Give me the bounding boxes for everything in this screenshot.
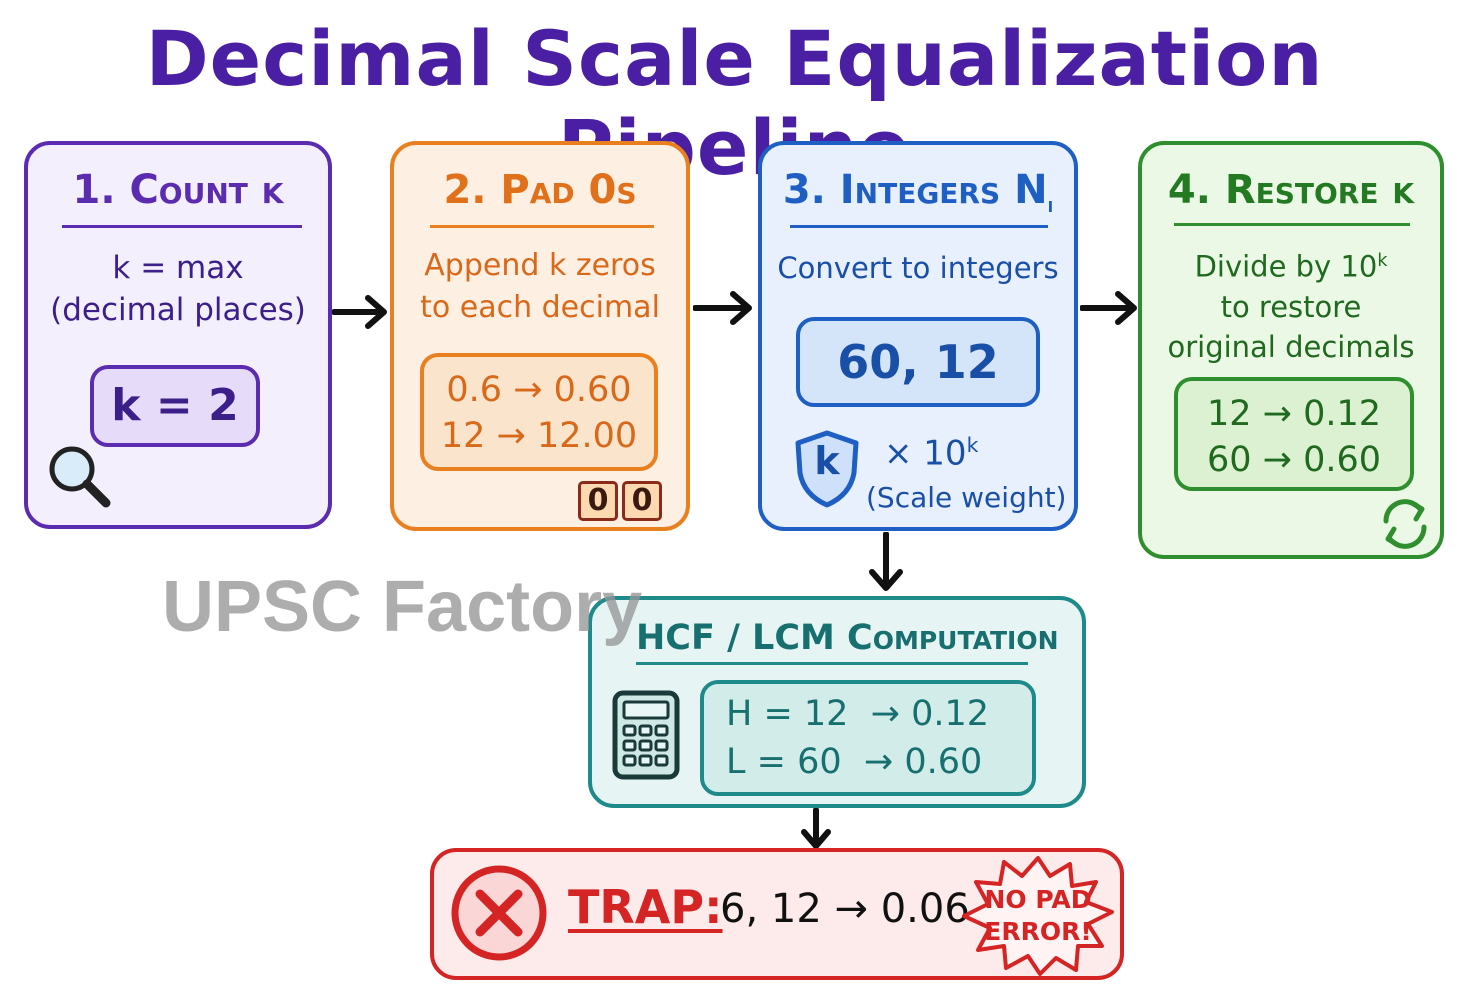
step4-example-line1: 12 → 0.12 xyxy=(1206,394,1382,434)
watermark: UPSC Factory xyxy=(162,567,643,647)
step3-title-main: 3. Integers N xyxy=(782,167,1048,213)
arrow-step3-hcf xyxy=(869,532,903,591)
step4-desc-line2: to restore xyxy=(1220,289,1362,324)
step1-desc: k = max (decimal places) xyxy=(28,247,328,331)
arrow-step2-step3 xyxy=(693,291,752,325)
refresh-icon xyxy=(1383,499,1427,549)
trap-stamp-line2: ERROR! xyxy=(984,917,1092,946)
step2-example-line2: 12 → 12.00 xyxy=(440,416,638,456)
scale-factor: × 10k xyxy=(884,433,978,473)
step4-desc-line1: Divide by 10k xyxy=(1142,241,1440,287)
lcm-line: L = 60 → 0.60 xyxy=(726,742,983,782)
step4-box: 4. Restore k Divide by 10k to restore or… xyxy=(1138,141,1444,559)
step3-desc: Convert to integers xyxy=(777,251,1059,285)
trap-box: TRAP: 6, 12 → 0.06 NO PAD ERROR! xyxy=(430,848,1124,980)
starburst-icon xyxy=(962,856,1114,976)
step1-desc-line2: (decimal places) xyxy=(50,292,306,328)
step3-result-box: 60, 12 xyxy=(796,317,1040,407)
zero-tile: 0 xyxy=(622,481,662,521)
scale-factor-sup: k xyxy=(966,433,979,457)
trap-stamp-line1: NO PAD xyxy=(984,885,1092,914)
step2-desc-line2: to each decimal xyxy=(420,290,660,325)
step4-desc-line1-sup: k xyxy=(1377,251,1388,271)
step1-desc-line1: k = max xyxy=(112,250,244,286)
step2-example-box: 0.6 → 0.60 12 → 12.00 xyxy=(420,353,658,471)
step2-title: 2. Pad 0s xyxy=(443,167,637,213)
step2-box: 2. Pad 0s Append k zeros to each decimal… xyxy=(390,141,690,531)
step1-result-box: k = 2 xyxy=(90,365,260,447)
shield-icon xyxy=(795,430,859,508)
step1-box: 1. Count k k = max (decimal places) k = … xyxy=(24,141,332,529)
hcf-lcm-title: HCF / LCM Computation xyxy=(636,618,1059,658)
arrow-hcf-trap xyxy=(801,808,831,849)
step2-desc-line1: Append k zeros xyxy=(424,248,656,283)
x-circle-icon xyxy=(451,865,547,961)
arrow-step3-step4 xyxy=(1080,291,1137,325)
shield-badge-label: k xyxy=(814,439,840,483)
step3-box: 3. Integers Ni Convert to integers 60, 1… xyxy=(758,141,1078,531)
step3-title-sub: i xyxy=(1047,193,1054,218)
step4-example-box: 12 → 0.12 60 → 0.60 xyxy=(1174,377,1414,491)
scale-note: (Scale weight) xyxy=(866,481,1067,514)
trap-example: 6, 12 → 0.06 xyxy=(720,886,970,932)
step1-title: 1. Count k xyxy=(72,167,284,213)
step4-desc-line1-main: Divide by 10 xyxy=(1194,249,1378,284)
trap-stamp: NO PAD ERROR! xyxy=(978,884,1098,948)
step4-example-line2: 60 → 0.60 xyxy=(1206,440,1382,480)
scale-factor-text: × 10 xyxy=(884,433,967,474)
hcf-lcm-result-box: H = 12 → 0.12 L = 60 → 0.60 xyxy=(700,680,1036,796)
step3-result: 60, 12 xyxy=(837,335,999,389)
zero-tile: 0 xyxy=(578,481,618,521)
magnifier-icon xyxy=(49,446,111,508)
arrow-step1-step2 xyxy=(332,295,387,329)
calculator-icon xyxy=(612,690,680,780)
zero-tiles: 0 0 xyxy=(578,481,662,521)
step4-desc-line3: original decimals xyxy=(1167,329,1415,364)
hcf-lcm-box: HCF / LCM Computation H = 12 → 0.12 L = … xyxy=(588,596,1086,808)
trap-label: TRAP: xyxy=(568,880,723,934)
step3-title: 3. Integers Ni xyxy=(762,167,1074,218)
step2-example-line1: 0.6 → 0.60 xyxy=(446,370,632,410)
step1-result: k = 2 xyxy=(111,380,239,431)
step4-desc: Divide by 10k to restore original decima… xyxy=(1142,241,1440,367)
step4-title: 4. Restore k xyxy=(1167,167,1415,213)
hcf-line: H = 12 → 0.12 xyxy=(726,694,990,734)
step2-desc: Append k zeros to each decimal xyxy=(394,245,686,329)
